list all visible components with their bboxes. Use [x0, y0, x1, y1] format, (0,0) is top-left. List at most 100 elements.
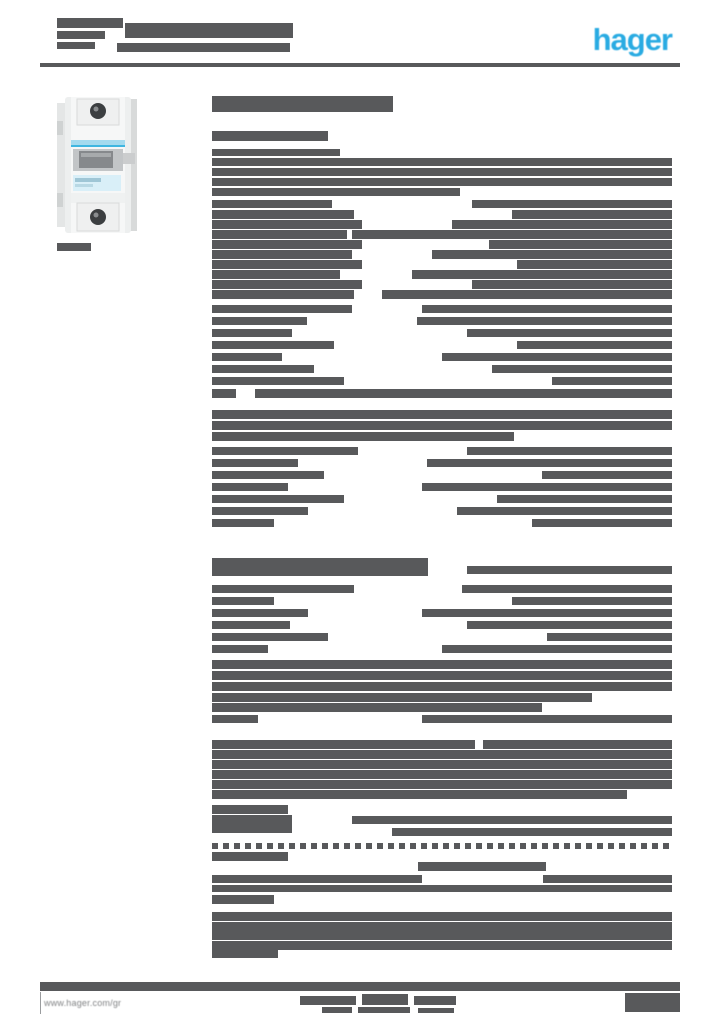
redacted-text-bar [212, 585, 354, 593]
redacted-text-bar [125, 23, 293, 38]
redacted-text-bar [352, 230, 672, 239]
footer-website-link[interactable]: www.hager.com/gr [44, 998, 122, 1008]
redacted-text-bar [212, 660, 672, 669]
redacted-text-bar [422, 715, 672, 723]
redacted-text-bar [452, 220, 672, 229]
redacted-text-bar [212, 507, 308, 515]
redacted-text-bar [212, 158, 672, 166]
redacted-text-bar [212, 220, 362, 229]
redacted-text-bar [212, 609, 308, 617]
redacted-text-bar [517, 341, 672, 349]
redacted-text-bar [212, 740, 475, 749]
redacted-text-bar [212, 645, 268, 653]
horizontal-rule [40, 982, 680, 991]
redacted-text-bar [625, 993, 680, 1012]
redacted-text-bar [255, 389, 672, 398]
horizontal-rule [40, 63, 680, 67]
redacted-text-bar [212, 280, 362, 289]
redacted-text-bar [212, 885, 672, 892]
redacted-text-bar [212, 290, 354, 299]
redacted-text-bar [212, 447, 358, 455]
redacted-text-bar [462, 585, 672, 593]
redacted-text-bar [422, 305, 672, 313]
redacted-text-bar [418, 862, 546, 871]
redacted-text-bar [212, 805, 288, 814]
redacted-text-bar [212, 558, 428, 576]
redacted-text-bar [57, 18, 123, 28]
redacted-text-bar [552, 377, 672, 385]
redacted-text-bar [517, 260, 672, 269]
redacted-text-bar [212, 750, 672, 759]
redacted-text-bar [212, 200, 332, 208]
redacted-text-bar [417, 317, 672, 325]
redacted-text-bar [212, 922, 672, 931]
redacted-text-bar [212, 210, 354, 219]
product-photo [57, 97, 137, 233]
redacted-text-bar [212, 250, 352, 259]
redacted-text-bar [212, 815, 292, 833]
redacted-text-bar [392, 828, 672, 836]
redacted-text-bar [352, 816, 672, 824]
redacted-text-bar [467, 566, 672, 574]
redacted-text-bar [57, 243, 91, 251]
redacted-text-bar [212, 703, 542, 712]
redacted-text-bar [512, 210, 672, 219]
redacted-text-bar [212, 483, 288, 491]
mcb-rating-label [73, 175, 121, 191]
redacted-text-bar [212, 317, 307, 325]
redacted-text-bar [489, 240, 672, 249]
redacted-text-bar [57, 31, 105, 39]
redacted-text-bar [467, 329, 672, 337]
redacted-text-bar [212, 230, 347, 239]
redacted-text-bar [382, 290, 672, 299]
redacted-text-bar [212, 432, 514, 441]
redacted-text-bar [432, 250, 672, 259]
redacted-text-bar [483, 740, 672, 749]
redacted-text-bar [212, 852, 288, 861]
redacted-text-bar [212, 895, 274, 904]
redacted-text-bar [212, 671, 672, 680]
redacted-text-bar [497, 495, 672, 503]
redacted-text-bar [212, 912, 672, 921]
redacted-text-bar [427, 459, 672, 467]
redacted-text-bar [547, 633, 672, 641]
redacted-text-bar [212, 410, 672, 419]
redacted-text-bar [212, 421, 672, 430]
redacted-text-bar [492, 365, 672, 373]
redacted-text-bar [57, 42, 95, 49]
redacted-text-bar [472, 200, 672, 208]
redacted-text-bar [212, 715, 258, 723]
redacted-text-bar [212, 168, 672, 176]
redacted-text-bar [212, 131, 328, 141]
redacted-text-bar [212, 260, 362, 269]
redacted-text-bar [542, 471, 672, 479]
redacted-text-bar [212, 790, 627, 799]
footer-url-box: www.hager.com/gr [40, 992, 149, 1014]
redacted-text-bar [212, 471, 324, 479]
redacted-text-bar [212, 305, 352, 313]
redacted-text-bar [422, 483, 672, 491]
redacted-text-bar [212, 941, 672, 950]
redacted-text-bar [212, 149, 340, 156]
redacted-text-bar [358, 1007, 410, 1013]
redacted-text-bar [212, 353, 282, 361]
redacted-text-bar [442, 645, 672, 653]
redacted-text-bar [212, 950, 278, 958]
redacted-text-bar [212, 178, 672, 186]
photo-shadow [129, 99, 137, 231]
redacted-text-bar [467, 621, 672, 629]
redacted-text-bar [532, 519, 672, 527]
redacted-text-bar [543, 875, 672, 883]
redacted-text-bar [457, 507, 672, 515]
redacted-text-bar [322, 1007, 352, 1013]
redacted-text-bar [212, 770, 672, 779]
redacted-text-bar [212, 931, 672, 940]
redacted-text-bar [212, 377, 344, 385]
redacted-text-bar [414, 996, 456, 1005]
redacted-text-bar [212, 780, 672, 789]
redacted-text-bar [512, 597, 672, 605]
hager-logo: hager [592, 22, 673, 57]
redacted-text-bar [212, 365, 314, 373]
redacted-text-bar [212, 519, 274, 527]
redacted-text-bar [472, 280, 672, 289]
